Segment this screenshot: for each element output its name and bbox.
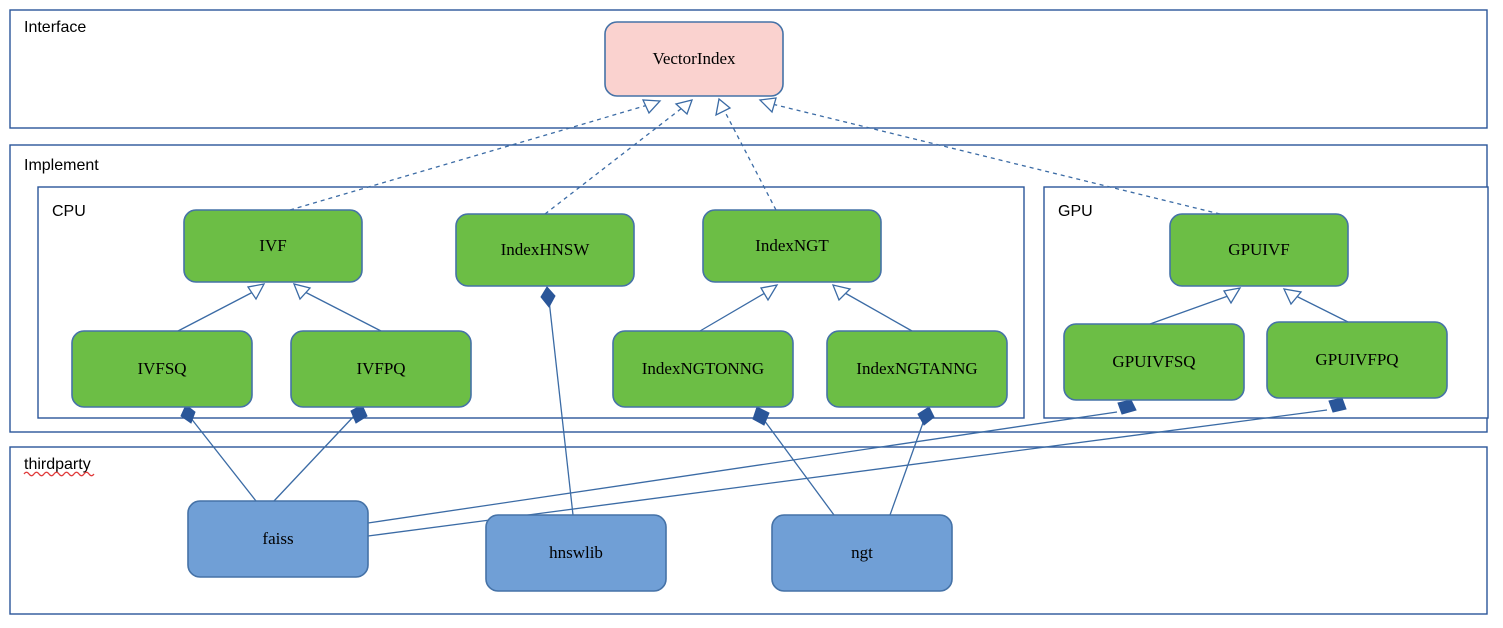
node-label-indexngtonng: IndexNGTONNG bbox=[642, 359, 764, 378]
edge-indexhnsw-to-vectorindex bbox=[544, 99, 694, 215]
edge-ngt-to-indexngtonng bbox=[752, 406, 835, 516]
node-indexngt[interactable]: IndexNGT bbox=[702, 209, 882, 283]
edge-indexngt-to-vectorindex bbox=[715, 97, 777, 211]
node-rect-gpuivf[interactable] bbox=[1169, 213, 1349, 287]
node-gpuivfpq[interactable]: GPUIVFPQ bbox=[1266, 321, 1448, 399]
edge-hnswlib-to-indexhnsw bbox=[540, 286, 574, 516]
node-faiss[interactable]: faiss bbox=[187, 500, 369, 578]
group-label-cpu: CPU bbox=[52, 203, 86, 220]
node-label-gpuivfpq: GPUIVFPQ bbox=[1315, 350, 1398, 369]
edge-gpuivfpq-to-gpuivf bbox=[1282, 288, 1349, 323]
node-label-hnswlib: hnswlib bbox=[549, 543, 603, 562]
node-label-ivf: IVF bbox=[259, 236, 286, 255]
edge-indexngtanng-to-indexngt bbox=[831, 284, 913, 332]
node-gpuivfsq[interactable]: GPUIVFSQ bbox=[1063, 323, 1245, 401]
node-ivf[interactable]: IVF bbox=[183, 209, 363, 283]
node-rect-ivf[interactable] bbox=[183, 209, 363, 283]
edge-gpuivf-to-vectorindex bbox=[758, 97, 1221, 215]
group-label-implement: Implement bbox=[24, 157, 99, 174]
node-label-ivfpq: IVFPQ bbox=[356, 359, 405, 378]
node-gpuivf[interactable]: GPUIVF bbox=[1169, 213, 1349, 287]
edge-ivfsq-to-ivf bbox=[177, 283, 266, 332]
node-rect-faiss[interactable] bbox=[187, 500, 369, 578]
spellcheck-underline-icon bbox=[23, 471, 95, 477]
node-label-ngt: ngt bbox=[851, 543, 873, 562]
node-rect-gpuivfpq[interactable] bbox=[1266, 321, 1448, 399]
edge-gpuivfsq-to-gpuivf bbox=[1149, 287, 1242, 325]
node-indexngtanng[interactable]: IndexNGTANNG bbox=[826, 330, 1008, 408]
node-label-ivfsq: IVFSQ bbox=[137, 359, 186, 378]
group-label-thirdparty: thirdparty bbox=[24, 456, 91, 473]
node-rect-ivfsq[interactable] bbox=[71, 330, 253, 408]
edge-ngt-to-indexngtanng bbox=[889, 406, 935, 516]
node-rect-ngt[interactable] bbox=[771, 514, 953, 592]
node-indexngtonng[interactable]: IndexNGTONNG bbox=[612, 330, 794, 408]
edge-indexngtonng-to-indexngt bbox=[699, 284, 779, 332]
node-ivfpq[interactable]: IVFPQ bbox=[290, 330, 472, 408]
node-rect-vectorindex[interactable] bbox=[604, 21, 784, 97]
node-label-gpuivf: GPUIVF bbox=[1228, 240, 1289, 259]
node-label-indexngt: IndexNGT bbox=[755, 236, 829, 255]
node-label-indexngtanng: IndexNGTANNG bbox=[856, 359, 977, 378]
node-rect-indexngtanng[interactable] bbox=[826, 330, 1008, 408]
node-label-faiss: faiss bbox=[262, 529, 293, 548]
node-rect-ivfpq[interactable] bbox=[290, 330, 472, 408]
node-rect-indexngtonng[interactable] bbox=[612, 330, 794, 408]
group-label-interface: Interface bbox=[24, 19, 86, 36]
node-label-gpuivfsq: GPUIVFSQ bbox=[1112, 352, 1195, 371]
node-vectorindex[interactable]: VectorIndex bbox=[604, 21, 784, 97]
node-hnswlib[interactable]: hnswlib bbox=[485, 514, 667, 592]
node-rect-gpuivfsq[interactable] bbox=[1063, 323, 1245, 401]
node-rect-indexngt[interactable] bbox=[702, 209, 882, 283]
node-rect-indexhnsw[interactable] bbox=[455, 213, 635, 287]
node-ngt[interactable]: ngt bbox=[771, 514, 953, 592]
node-label-indexhnsw: IndexHNSW bbox=[501, 240, 591, 259]
edge-faiss-to-ivfpq bbox=[273, 404, 368, 502]
node-ivfsq[interactable]: IVFSQ bbox=[71, 330, 253, 408]
edge-ivf-to-vectorindex bbox=[289, 99, 662, 211]
edge-faiss-to-gpuivfsq bbox=[367, 399, 1137, 524]
edge-ivfpq-to-ivf bbox=[292, 283, 382, 332]
node-label-vectorindex: VectorIndex bbox=[652, 49, 736, 68]
node-indexhnsw[interactable]: IndexHNSW bbox=[455, 213, 635, 287]
group-label-gpu: GPU bbox=[1058, 203, 1093, 220]
node-rect-hnswlib[interactable] bbox=[485, 514, 667, 592]
edge-faiss-to-ivfsq bbox=[180, 404, 257, 502]
